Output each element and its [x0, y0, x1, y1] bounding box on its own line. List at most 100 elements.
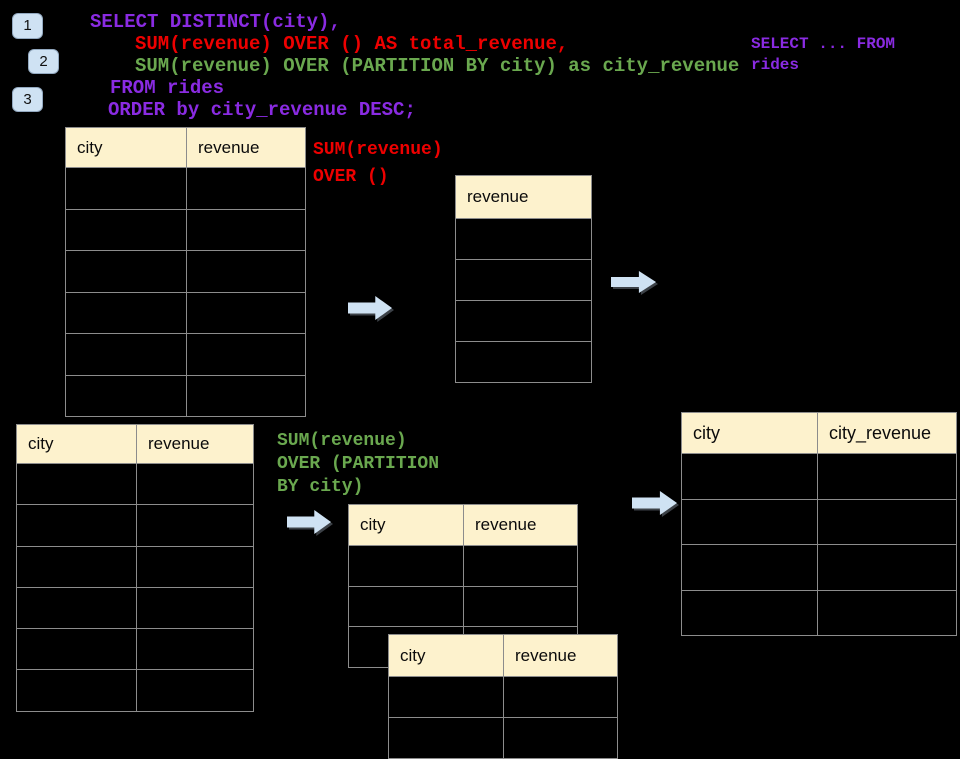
table-row: [17, 505, 254, 547]
empty-cell: [682, 454, 818, 500]
empty-cell: [456, 219, 592, 260]
empty-cell: [349, 586, 464, 628]
sql-line-select: SELECT DISTINCT(city),: [90, 11, 341, 33]
empty-cell: [187, 251, 306, 293]
empty-cell: [456, 342, 592, 383]
table-row: [456, 260, 592, 301]
table-row: [682, 590, 957, 636]
flow-arrow-icon-4: [632, 491, 677, 515]
table-row: [349, 546, 578, 587]
text-line: SELECT ... FROM: [751, 35, 896, 53]
empty-cell: [66, 209, 187, 251]
column-header: city_revenue: [818, 413, 957, 454]
column-header: city: [17, 425, 137, 464]
table-total-revenue: revenue: [455, 175, 592, 383]
empty-cell: [187, 292, 306, 334]
empty-cell: [349, 546, 464, 587]
snippet-select-from-rides: SELECT ... FROM rides: [751, 34, 895, 76]
sql-line-from: FROM rides: [110, 77, 225, 99]
empty-cell: [504, 677, 618, 718]
empty-cell: [17, 464, 137, 506]
column-header: revenue: [456, 176, 592, 219]
table-row: [66, 292, 306, 334]
empty-cell: [818, 499, 957, 545]
empty-cell: [456, 260, 592, 301]
empty-cell: [682, 590, 818, 636]
empty-cell: [456, 301, 592, 342]
column-header: city: [389, 635, 504, 677]
column-header: city: [349, 505, 464, 546]
table-header-row: revenue: [456, 176, 592, 219]
empty-cell: [17, 505, 137, 547]
empty-cell: [137, 670, 254, 712]
column-header: revenue: [187, 128, 306, 168]
empty-cell: [66, 334, 187, 376]
column-header: city: [66, 128, 187, 168]
empty-cell: [66, 168, 187, 210]
table-row: [17, 587, 254, 630]
table-row: [682, 545, 957, 591]
empty-cell: [187, 375, 306, 417]
sql-line-order-by: ORDER by city_revenue DESC;: [108, 99, 416, 121]
table-row: [682, 454, 957, 500]
empty-cell: [818, 545, 957, 591]
empty-cell: [187, 209, 306, 251]
table-row: [66, 375, 306, 417]
text-line: SUM(revenue): [313, 140, 443, 160]
empty-cell: [17, 670, 137, 712]
table-row: [389, 677, 618, 718]
table-row: [17, 670, 254, 712]
step-badge-3: 3: [12, 87, 43, 112]
column-header: revenue: [464, 505, 578, 546]
step-badge-2: 2: [28, 49, 59, 74]
column-header: revenue: [137, 425, 254, 464]
table-row: [389, 718, 618, 759]
sql-line-total-revenue: SUM(revenue) OVER () AS total_revenue,: [135, 33, 569, 55]
empty-cell: [818, 454, 957, 500]
table-row: [17, 629, 254, 671]
empty-cell: [137, 587, 254, 630]
table-row: [66, 209, 306, 251]
table-row: [66, 168, 306, 210]
flow-arrow-icon-1: [348, 296, 392, 320]
column-header: city: [682, 413, 818, 454]
table-row: [17, 464, 254, 506]
table-row: [66, 251, 306, 293]
slide-canvas: { "colors": { "purple": "#8a2be2", "red"…: [12, 11, 957, 759]
text-line: SUM(revenue): [277, 431, 407, 451]
table-row: [17, 546, 254, 588]
table-row: [456, 219, 592, 260]
step-badge-1: 1: [12, 13, 43, 39]
label-sum-over-total: SUM(revenue)OVER (): [313, 137, 443, 191]
table-row: [349, 586, 578, 628]
empty-cell: [504, 718, 618, 759]
text-line: rides: [751, 56, 800, 74]
column-header: revenue: [504, 635, 618, 677]
empty-cell: [682, 499, 818, 545]
empty-cell: [187, 334, 306, 376]
empty-cell: [66, 375, 187, 417]
empty-cell: [818, 590, 957, 636]
table-row: [456, 301, 592, 342]
flow-arrow-icon-2: [611, 271, 656, 293]
table-row: [682, 499, 957, 545]
flow-arrow-icon-3: [287, 510, 331, 534]
empty-cell: [389, 718, 504, 759]
text-line: BY city): [277, 477, 364, 497]
empty-cell: [137, 505, 254, 547]
empty-cell: [389, 677, 504, 718]
empty-cell: [682, 545, 818, 591]
empty-cell: [66, 251, 187, 293]
empty-cell: [187, 168, 306, 210]
empty-cell: [66, 292, 187, 334]
empty-cell: [17, 587, 137, 630]
empty-cell: [137, 464, 254, 506]
